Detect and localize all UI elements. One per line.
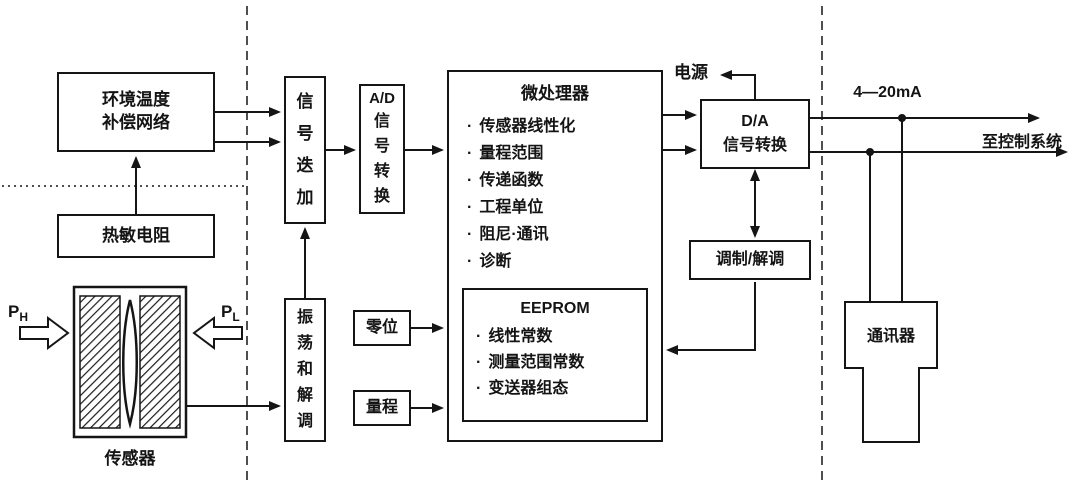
pressure-low-label: PL (221, 302, 240, 324)
pressure-low-arrow (192, 316, 243, 350)
p-high-sub: H (19, 310, 29, 324)
mcu-item-diagnosis: · 诊断 (449, 248, 661, 275)
mcu-item-text: 阻尼·通讯 (479, 225, 549, 243)
box-ad-converter: A/D 信号转换 (359, 84, 405, 214)
da-converter-line2: 信号转换 (722, 137, 787, 154)
ad-converter-line2: 信号转换 (373, 113, 390, 206)
communicator-outline (844, 301, 938, 443)
current-range-label: 4—20mA (853, 84, 922, 101)
junction-dot-top (898, 114, 906, 122)
communicator-label: 通讯器 (866, 328, 915, 345)
sensor-label: 传感器 (104, 449, 156, 468)
eeprom-item-text: 测量范围常数 (488, 353, 585, 371)
mcu-item-transfer-function: · 传递函数 (449, 167, 661, 194)
p-low-sub: L (232, 310, 240, 324)
mcu-item-range: · 量程范围 (449, 140, 661, 167)
box-oscillation-demodulation: 振荡和解调 (284, 298, 326, 442)
oscillation-demodulation-label: 振荡和解调 (296, 309, 313, 430)
mcu-item-text: 工程单位 (479, 198, 544, 216)
bullet-icon: · (476, 327, 482, 345)
pressure-high-label: PH (8, 302, 28, 324)
box-da-converter: D/A 信号转换 (700, 99, 810, 169)
junction-dot-bottom (866, 148, 874, 156)
modulation-demodulation-label: 调制/解调 (715, 251, 785, 269)
eeprom-item-range-constants: · 测量范围常数 (464, 350, 646, 376)
temp-comp-line2: 补偿网络 (102, 113, 170, 132)
pressure-high-arrow (19, 316, 70, 350)
p-high-main: P (8, 302, 20, 321)
wire-power (720, 70, 756, 99)
power-label: 电源 (674, 63, 708, 82)
ad-converter-line1: A/D (369, 89, 395, 107)
to-control-system-label: 至控制系统 (982, 134, 1063, 151)
span-label: 量程 (365, 399, 398, 417)
bullet-icon: · (476, 379, 482, 397)
box-microprocessor: 微处理器 · 传感器线性化 · 量程范围 · 传递函数 · 工程单位 · 阻尼·… (447, 70, 663, 442)
bullet-icon: · (467, 252, 473, 270)
temp-comp-line1: 环境温度 (102, 90, 170, 110)
box-eeprom: EEPROM · 线性常数 · 测量范围常数 · 变送器组态 (462, 288, 648, 422)
p-low-main: P (221, 302, 233, 321)
mcu-item-linearization: · 传感器线性化 (449, 113, 661, 140)
box-signal-superposition: 信号迭加 (284, 76, 326, 224)
eeprom-item-linear-constants: · 线性常数 (464, 324, 646, 350)
bullet-icon: · (476, 353, 482, 371)
mcu-item-engineering-units: · 工程单位 (449, 194, 661, 221)
eeprom-item-text: 变送器组态 (488, 379, 569, 397)
microprocessor-title: 微处理器 (521, 84, 589, 103)
mcu-item-text: 传递函数 (479, 171, 544, 189)
eeprom-title: EEPROM (520, 300, 590, 317)
box-span: 量程 (353, 390, 411, 426)
bullet-icon: · (467, 171, 473, 189)
mcu-item-text: 传感器线性化 (479, 117, 576, 135)
thermistor-label: 热敏电阻 (102, 225, 170, 245)
signal-superposition-label: 信号迭加 (296, 92, 314, 207)
da-converter-line1: D/A (741, 113, 769, 130)
bullet-icon: · (467, 225, 473, 243)
mcu-item-text: 诊断 (479, 252, 512, 270)
mcu-item-text: 量程范围 (479, 144, 544, 162)
bullet-icon: · (467, 198, 473, 216)
sensor-graphic (72, 285, 188, 439)
mcu-item-damping-comm: · 阻尼·通讯 (449, 221, 661, 248)
eeprom-item-text: 线性常数 (488, 327, 553, 345)
bullet-icon: · (467, 117, 473, 135)
eeprom-item-configuration: · 变送器组态 (464, 376, 646, 402)
box-temp-compensation-network: 环境温度 补偿网络 (57, 72, 215, 152)
box-zero: 零位 (353, 310, 411, 346)
box-thermistor: 热敏电阻 (57, 214, 215, 258)
box-modulation-demodulation: 调制/解调 (689, 240, 811, 280)
wire-moddemod-to-eeprom (666, 282, 756, 355)
zero-label: 零位 (365, 319, 398, 337)
bullet-icon: · (467, 144, 473, 162)
